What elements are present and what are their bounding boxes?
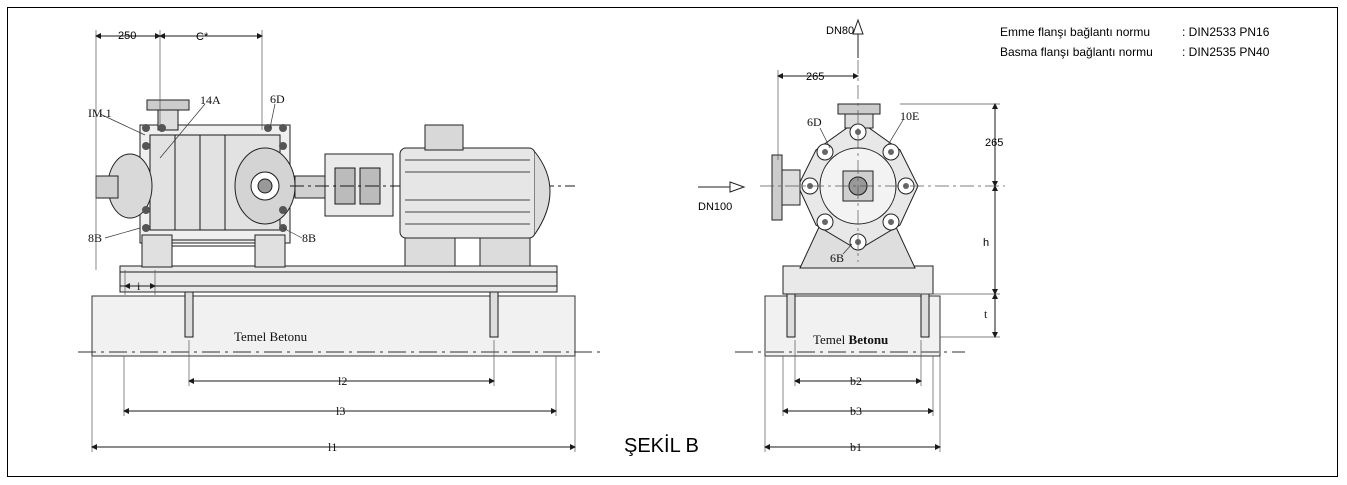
suction-standard-row: Emme flanşı bağlantı normu : DIN2533 PN1… bbox=[1000, 22, 1269, 42]
dim-t: t bbox=[984, 307, 988, 321]
side-view bbox=[78, 30, 600, 452]
discharge-standard-row: Basma flanşı bağlantı normu : DIN2535 PN… bbox=[1000, 42, 1269, 62]
part-14a: 14A bbox=[200, 93, 221, 107]
discharge-standard-label: Basma flanşı bağlantı normu bbox=[1000, 45, 1153, 59]
dim-b2: b2 bbox=[850, 374, 862, 388]
part-8b-left: 8B bbox=[88, 231, 102, 245]
side-motor bbox=[399, 124, 551, 267]
foundation-label-side: Temel Betonu bbox=[234, 329, 308, 344]
part-10e: 10E bbox=[900, 109, 919, 123]
part-im1: IM.1 bbox=[88, 106, 112, 120]
dim-i: i bbox=[137, 279, 141, 293]
discharge-standard-value: : DIN2535 PN40 bbox=[1182, 45, 1270, 59]
dim-265-top: 265 bbox=[806, 71, 824, 83]
part-8b-right: 8B bbox=[302, 231, 316, 245]
suction-standard-label: Emme flanşı bağlantı normu bbox=[1000, 25, 1151, 39]
dim-l3: l3 bbox=[336, 404, 345, 418]
dim-c: C* bbox=[196, 31, 209, 43]
flange-standards: Emme flanşı bağlantı normu : DIN2533 PN1… bbox=[1000, 22, 1269, 62]
suction-standard-value: : DIN2533 PN16 bbox=[1182, 25, 1270, 39]
side-foundation bbox=[78, 291, 600, 357]
dim-265-side: 265 bbox=[985, 137, 1003, 149]
part-6d-front: 6D bbox=[807, 115, 822, 129]
part-6b: 6B bbox=[830, 251, 844, 265]
foundation-label-front: Temel Betonu bbox=[813, 332, 888, 347]
dim-b1: b1 bbox=[850, 440, 862, 454]
dim-b3: b3 bbox=[850, 404, 862, 418]
dim-l2: l2 bbox=[338, 374, 347, 388]
dim-l1: l1 bbox=[328, 440, 337, 454]
dim-h: h bbox=[983, 237, 989, 249]
figure-title: ŞEKİL B bbox=[624, 434, 699, 457]
side-pump bbox=[95, 99, 326, 268]
dim-250: 250 bbox=[118, 30, 136, 42]
part-6d-side: 6D bbox=[270, 92, 285, 106]
outlet-dn80: DN80 bbox=[826, 25, 854, 37]
front-view bbox=[698, 18, 1005, 452]
side-baseplate bbox=[119, 265, 558, 293]
inlet-dn100: DN100 bbox=[698, 201, 732, 213]
